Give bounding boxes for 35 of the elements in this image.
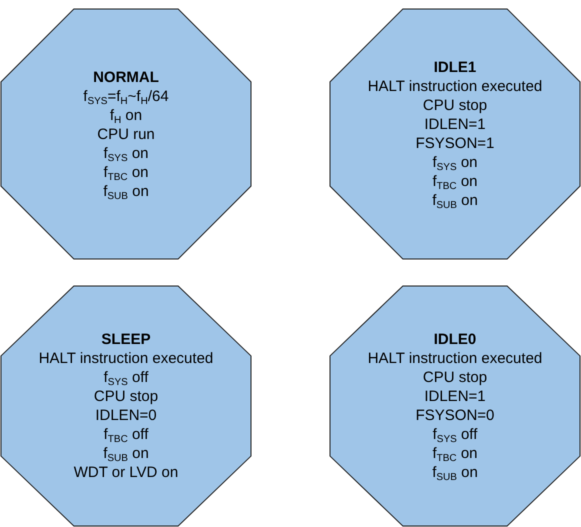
state-detail: HALT instruction executed xyxy=(368,349,542,368)
state-detail: IDLEN=1 xyxy=(424,387,486,406)
state-detail: FSYSON=1 xyxy=(416,134,494,153)
state-detail: IDLEN=1 xyxy=(424,115,486,134)
state-detail: f$_{SUB}$ on xyxy=(432,463,478,482)
state-detail: f$_{SYS}$ on xyxy=(432,153,478,172)
state-octagon xyxy=(0,285,252,527)
state-title: IDLE1 xyxy=(434,58,476,77)
state-title: NORMAL xyxy=(93,68,159,86)
state-octagon xyxy=(329,285,581,527)
state-detail: f$_{TBC}$ on xyxy=(103,162,149,182)
state-detail: CPU stop xyxy=(422,96,488,115)
state-title: SLEEP xyxy=(101,330,151,349)
state-detail: HALT instruction executed xyxy=(38,349,214,368)
state-detail: f$_{SYS}$ off xyxy=(432,425,478,444)
state-detail: CPU run xyxy=(97,124,155,144)
state-detail: CPU stop xyxy=(94,387,158,406)
state-detail: CPU stop xyxy=(422,368,488,387)
state-detail: f$_{SUB}$ on xyxy=(103,182,149,200)
state-octagon xyxy=(329,8,581,260)
state-detail: f$_{SUB}$ on xyxy=(103,444,149,463)
state-detail: FSYSON=0 xyxy=(416,406,494,425)
state-detail: f$_{SYS}$=f$_{H}$~f$_{H}$/64 xyxy=(83,86,169,106)
state-detail: IDLEN=0 xyxy=(95,406,157,425)
state-detail: f$_{SYS}$ off xyxy=(104,368,148,387)
state-detail: f$_{TBC}$ off xyxy=(104,425,148,444)
state-detail: f$_{TBC}$ on xyxy=(432,444,478,463)
state-title: IDLE0 xyxy=(434,330,476,349)
state-detail: f$_{TBC}$ on xyxy=(432,172,478,191)
state-detail: HALT instruction executed xyxy=(368,77,542,96)
state-detail: f$_{SUB}$ on xyxy=(432,191,478,210)
state-detail: WDT or LVD on xyxy=(74,463,178,482)
state-octagon xyxy=(0,8,252,260)
state-detail: f$_{H}$ on xyxy=(110,106,142,124)
state-detail: f$_{SYS}$ on xyxy=(103,144,149,162)
